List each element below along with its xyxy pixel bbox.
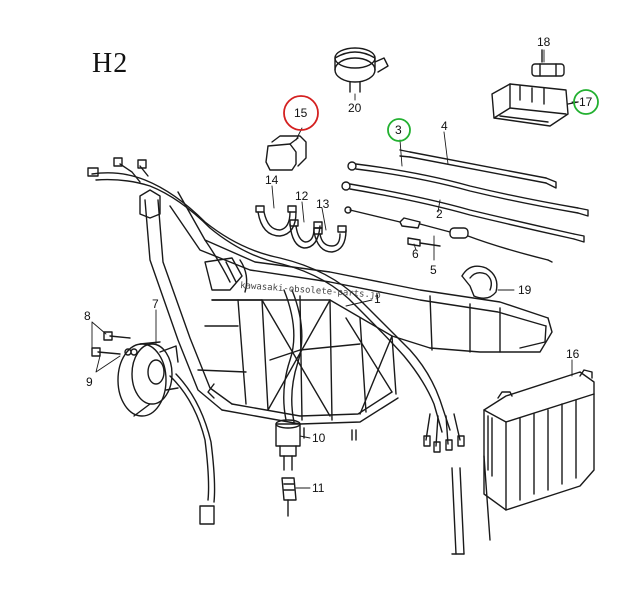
label-15: 15 [294, 106, 308, 120]
frame-drawing [139, 189, 553, 441]
part-17-drawing [491, 83, 579, 127]
label-9: 9 [86, 375, 93, 389]
label-10: 10 [312, 431, 326, 445]
label-13: 13 [316, 197, 330, 211]
label-20: 20 [348, 101, 362, 115]
label-7: 7 [152, 297, 159, 311]
highlight-circle-3 [387, 118, 411, 142]
part-19-drawing [461, 265, 498, 299]
part-14-drawing [255, 205, 297, 237]
part-10-drawing [275, 419, 301, 471]
label-12: 12 [295, 189, 309, 203]
part-2-drawing [341, 181, 585, 243]
label-16: 16 [566, 347, 580, 361]
label-14: 14 [265, 173, 279, 187]
label-3: 3 [395, 123, 402, 137]
part-8-9-drawing [91, 331, 138, 357]
part-4-drawing [399, 149, 557, 189]
part-13-drawing [313, 225, 347, 253]
label-11: 11 [312, 481, 325, 495]
part-16-drawing [483, 369, 595, 541]
highlight-circle-15 [283, 95, 319, 131]
part-5-drawing [344, 206, 553, 263]
label-4: 4 [441, 119, 448, 133]
label-5: 5 [430, 263, 437, 277]
leader-lines [91, 49, 579, 489]
label-1: 1 [374, 292, 381, 306]
part-12-drawing [289, 219, 323, 249]
watermark-text: kawasaki-obsolete-parts.jp [240, 281, 381, 301]
label-17: 17 [579, 95, 593, 109]
wiring-harness-drawing [87, 157, 465, 525]
label-18: 18 [537, 35, 551, 49]
label-19: 19 [518, 283, 532, 297]
diagram-title: H2 [92, 48, 129, 79]
label-8: 8 [84, 309, 91, 323]
part-3-drawing [347, 161, 589, 217]
part-18-drawing [531, 49, 565, 77]
label-6: 6 [412, 247, 419, 261]
part-20-drawing [334, 47, 389, 93]
part-15-drawing [265, 135, 307, 171]
highlight-circle-17 [573, 89, 599, 115]
part-7-drawing [117, 341, 179, 417]
label-2: 2 [436, 207, 443, 221]
vent-tube-drawing [451, 467, 465, 555]
part-11-drawing [281, 477, 297, 517]
